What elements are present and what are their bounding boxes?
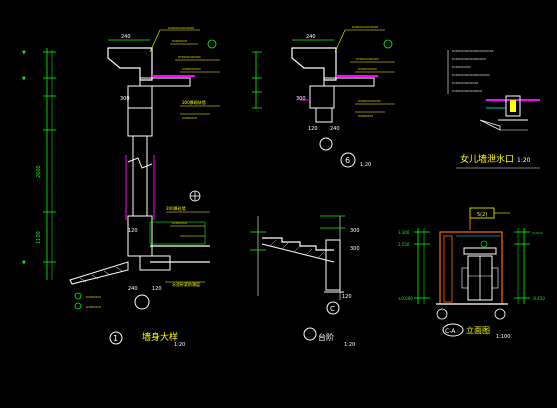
svg-text:▼: ▼ [22, 76, 26, 82]
floor-slab [149, 221, 206, 245]
parapet-coping [107, 47, 153, 81]
svg-text:▭▭▭▭: ▭▭▭▭ [172, 38, 187, 43]
svg-text:300: 300 [350, 228, 360, 234]
svg-text:2.550: 2.550 [398, 242, 410, 247]
detail-number-circle [340, 152, 356, 168]
svg-text:300: 300 [350, 246, 360, 252]
svg-text:▭▭▭▭▭▭▭: ▭▭▭▭▭▭▭ [452, 80, 479, 85]
svg-text:▭▭▭▭▭▭: ▭▭▭▭▭▭ [358, 98, 381, 103]
svg-text:▭▭▭▭▭▭▭▭▭▭▭: ▭▭▭▭▭▭▭▭▭▭▭ [452, 48, 494, 53]
svg-text:1:20: 1:20 [174, 342, 185, 348]
svg-text:▭▭▭▭: ▭▭▭▭ [172, 220, 187, 225]
roof-slab [139, 77, 191, 87]
svg-text:▭▭▭▭▭: ▭▭▭▭▭ [452, 64, 471, 69]
svg-text:▭▭▭▭▭▭▭: ▭▭▭▭▭▭▭ [352, 24, 379, 29]
svg-text:6: 6 [345, 156, 350, 165]
svg-text:▭▭▭▭: ▭▭▭▭ [86, 304, 101, 309]
entrance-canopy [463, 247, 497, 255]
level-mark: ▼ [22, 50, 26, 56]
elevation-badge: 5(2) [477, 212, 487, 218]
svg-text:3.300: 3.300 [398, 230, 410, 235]
wall-section-detail: ▼ ▼ ▼ 2600 1100 240 [22, 25, 220, 348]
svg-text:200厚砼墙: 200厚砼墙 [166, 205, 186, 211]
detail-title: 女儿墙泄水口 [460, 153, 514, 165]
svg-text:240: 240 [330, 126, 340, 132]
svg-text:▭▭▭▭▭▭▭▭: ▭▭▭▭▭▭▭▭ [452, 88, 482, 93]
svg-text:1: 1 [113, 334, 118, 343]
svg-text:▭▭▭▭▭: ▭▭▭▭▭ [182, 66, 201, 71]
wall-body [132, 135, 148, 217]
svg-text:120: 120 [152, 286, 162, 292]
parapet-detail: 240 120 240 300 ▭▭▭▭▭▭▭ ▭▭▭▭▭▭ ▭▭▭▭▭ [252, 24, 395, 168]
svg-text:1100: 1100 [36, 231, 42, 244]
svg-text:▭▭▭▭: ▭▭▭▭ [86, 294, 101, 299]
svg-text:水泥砂浆防潮层: 水泥砂浆防潮层 [172, 281, 200, 287]
elevation-number [442, 323, 464, 337]
ground-slope [69, 261, 129, 285]
svg-text:▭▭▭▭▭▭▭▭▭▭: ▭▭▭▭▭▭▭▭▭▭ [452, 72, 490, 77]
detail-number-circle [303, 327, 317, 341]
svg-text:300: 300 [120, 96, 130, 102]
grid-axis-bubble [326, 301, 340, 315]
svg-text:C-A: C-A [445, 328, 456, 335]
svg-text:▼: ▼ [22, 260, 26, 266]
ring-beam [127, 85, 153, 109]
svg-text:▭▭▭▭: ▭▭▭▭ [358, 113, 373, 118]
svg-text:▭▭▭▭▭: ▭▭▭▭▭ [358, 66, 377, 71]
svg-text:120: 120 [342, 294, 352, 300]
grid-axis-bubble [134, 294, 150, 310]
detail-title: 台阶 [318, 332, 334, 342]
svg-text:2600: 2600 [36, 165, 42, 178]
svg-text:±0.000: ±0.000 [398, 296, 413, 301]
svg-text:1:20: 1:20 [360, 162, 371, 168]
step-profile [262, 237, 334, 251]
svg-text:1:100: 1:100 [496, 334, 510, 340]
svg-text:1:20: 1:20 [344, 342, 355, 348]
svg-text:▭▭▭▭▭▭▭▭▭: ▭▭▭▭▭▭▭▭▭ [452, 56, 486, 61]
detail-number-circle [109, 331, 123, 345]
svg-text:240: 240 [306, 34, 316, 40]
svg-text:300厚砌块墙: 300厚砌块墙 [182, 99, 206, 105]
elevation-drawing: 5(2) 3.300 2.550 ±0.000 ▭▭▭ -0.450 [398, 207, 545, 340]
svg-text:▭▭▭▭▭▭: ▭▭▭▭▭▭ [356, 56, 379, 61]
step-section-detail: 300 300 120 C 台阶 1:20 [250, 215, 360, 348]
detail-title: 墙身大样 [142, 331, 178, 343]
svg-text:▭▭▭: ▭▭▭ [532, 230, 544, 235]
svg-text:1:20: 1:20 [517, 157, 531, 164]
svg-text:-0.450: -0.450 [532, 296, 545, 301]
svg-text:▭▭▭▭▭▭: ▭▭▭▭▭▭ [178, 54, 201, 59]
drain-outlet [505, 95, 521, 117]
svg-text:240: 240 [128, 286, 138, 292]
note-text: ▭▭▭▭▭▭▭ [168, 25, 195, 30]
break-mark [127, 157, 153, 169]
dimension-text: 240 [121, 34, 131, 40]
parapet-drain-detail: ▭▭▭▭▭▭▭▭▭▭▭ ▭▭▭▭▭▭▭▭▭ ▭▭▭▭▭ ▭▭▭▭▭▭▭▭▭▭ ▭… [447, 48, 540, 169]
foundation-footing [139, 255, 171, 271]
svg-text:300: 300 [296, 96, 306, 102]
svg-text:▭▭▭▭: ▭▭▭▭ [182, 115, 197, 120]
svg-text:C: C [330, 305, 335, 313]
svg-text:120: 120 [308, 126, 318, 132]
detail-title: 立面图 [466, 325, 490, 335]
svg-text:120: 120 [128, 228, 138, 234]
